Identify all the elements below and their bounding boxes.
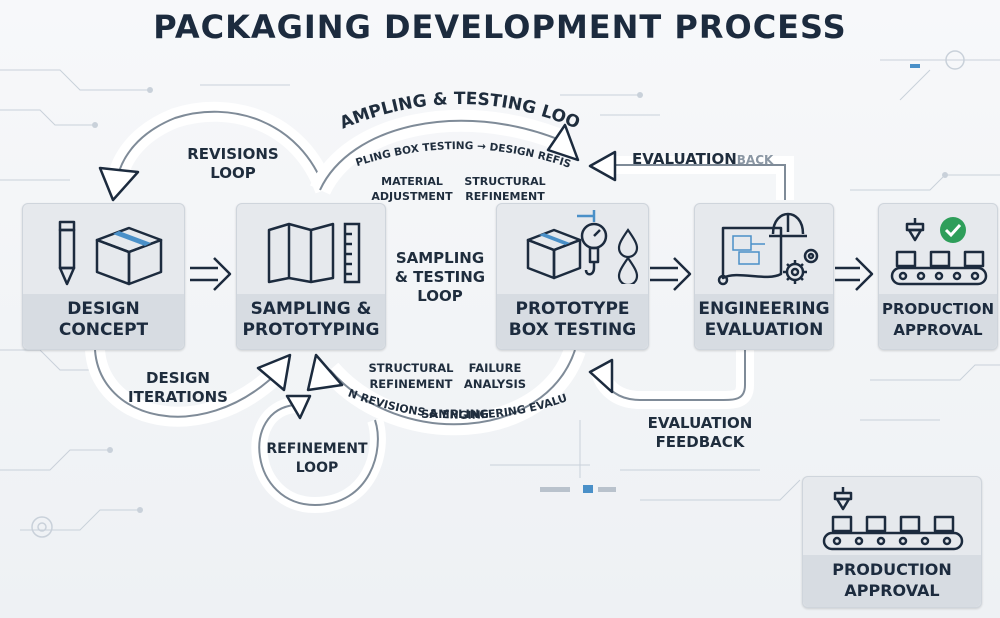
gears-icon xyxy=(783,248,819,284)
evaluation-feedback-label: EVALUATION FEEDBACK xyxy=(647,414,753,451)
blueprint-icon xyxy=(717,226,783,286)
evaluation-back-suffix: BACK xyxy=(736,153,774,167)
stage-label: DESIGN CONCEPT xyxy=(58,299,149,340)
evaluation-back-label: EVALUATIONBACK xyxy=(632,131,812,170)
stage-engineering-evaluation: ENGINEERING EVALUATION xyxy=(694,203,834,350)
structural-refinement-top-label: STRUCTURAL REFINEMENT xyxy=(464,175,546,203)
droplets-icon xyxy=(617,228,639,284)
failure-analysis-label: FAILURE ANALYSIS xyxy=(463,361,527,391)
conveyor-icon xyxy=(890,250,988,286)
page-title: PACKAGING DEVELOPMENT PROCESS xyxy=(153,8,847,46)
hard-hat-icon xyxy=(769,212,807,238)
stage-label: SAMPLING & PROTOTYPING xyxy=(242,299,380,340)
stage-label: ENGINEERING EVALUATION xyxy=(698,299,830,340)
refinement-loop-label: REFINEMENT LOOP xyxy=(266,441,368,476)
scale-icon xyxy=(577,210,608,276)
sampling-testing-center-label: SAMPLING & TESTING LOOP xyxy=(394,249,486,305)
stage-label: PRODUCTION APPROVAL xyxy=(881,300,995,339)
dispenser-icon xyxy=(833,487,853,511)
ruler-icon xyxy=(343,222,361,284)
secondary-production-approval: PRODUCTION APPROVAL xyxy=(802,476,982,608)
box-icon xyxy=(526,228,582,280)
check-icon xyxy=(940,217,966,243)
conveyor-icon xyxy=(822,515,964,551)
evaluation-back-main: EVALUATION xyxy=(632,150,737,168)
structural-refinement-bottom-label: STRUCTURAL REFINEMENT xyxy=(368,361,454,391)
design-iterations-label: DESIGN ITERATIONS xyxy=(128,369,228,406)
revisions-loop-label: REVISIONS LOOP xyxy=(187,145,279,182)
stage-label: PROTOTYPE BOX TESTING xyxy=(508,299,637,340)
stage-prototype-box-testing: PROTOTYPE BOX TESTING xyxy=(496,203,649,350)
dispenser-icon xyxy=(905,218,925,242)
pencil-icon xyxy=(58,220,76,286)
stage-production-approval: PRODUCTION APPROVAL xyxy=(878,203,998,350)
stage-sampling-prototyping: SAMPLING & PROTOTYPING xyxy=(236,203,386,350)
material-adjustment-label: MATERIAL ADJUSTMENT xyxy=(371,175,453,203)
stage-label: PRODUCTION APPROVAL xyxy=(832,560,952,600)
stage-design-concept: DESIGN CONCEPT xyxy=(22,203,185,350)
folded-map-icon xyxy=(267,222,335,284)
box-icon xyxy=(95,226,163,286)
sampling-bottom-label: SAMPLING xyxy=(421,407,489,421)
